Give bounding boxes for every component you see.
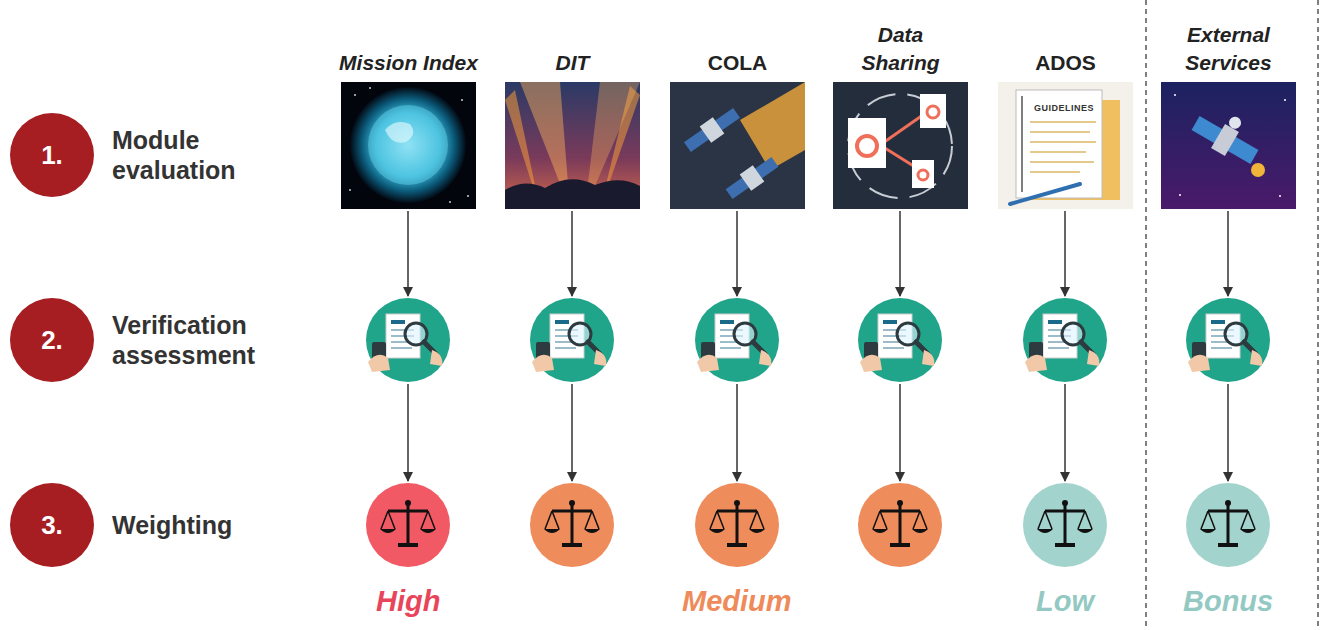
module-name: ADOS (996, 49, 1136, 76)
weight-level: Bonus (1183, 585, 1273, 618)
module-name: Data Sharing (846, 21, 956, 76)
step-circle: 3.Weighting (10, 483, 94, 567)
weight-level: Medium (682, 585, 792, 618)
step-number: 3. (41, 510, 63, 541)
step-circle: 1.Module evaluation (10, 113, 94, 197)
notebook-title: GUIDELINES (1034, 103, 1094, 113)
module-name: External Services (1159, 21, 1299, 76)
module-tile: COLA (670, 82, 805, 209)
step-circle: 2.Verification assessment (10, 298, 94, 382)
module-name: Mission Index (309, 49, 509, 76)
module-name: DIT (503, 49, 643, 76)
module-tile: Data Sharing (833, 82, 968, 209)
module-tile: ADOS (998, 82, 1133, 209)
module-tile: External Services (1161, 82, 1296, 209)
module-name: COLA (668, 49, 808, 76)
step-label: Verification assessment (112, 310, 297, 370)
weight-level: High (376, 585, 440, 618)
step-number: 2. (41, 325, 63, 356)
weight-level: Low (1036, 585, 1094, 618)
step-label: Module evaluation (112, 125, 297, 185)
module-tile: DIT (505, 82, 640, 209)
module-tile: Mission Index (341, 82, 476, 209)
step-number: 1. (41, 140, 63, 171)
step-label: Weighting (112, 510, 297, 540)
